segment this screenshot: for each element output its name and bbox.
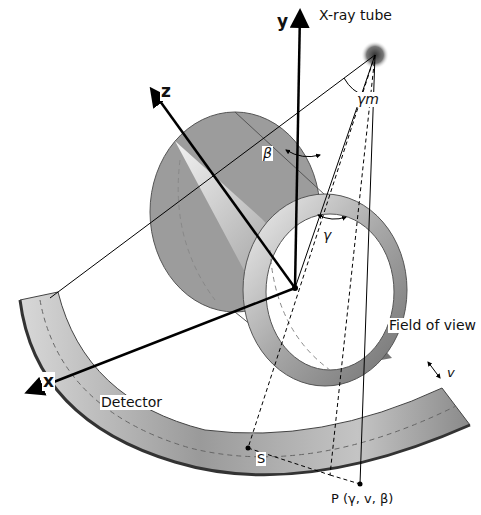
part-label: Detector: [100, 395, 163, 410]
axis-label: v: [446, 366, 456, 380]
axis-label: x: [42, 372, 55, 391]
point-label: P (γ, v, β): [330, 492, 394, 506]
angle-label: β: [262, 146, 273, 161]
point-label: S: [256, 452, 266, 466]
axis-label: y: [276, 12, 289, 31]
region-label: Field of view: [388, 318, 477, 333]
angle-label: γm: [356, 92, 380, 107]
angle-label: γ: [322, 228, 332, 243]
axis-label: z: [160, 82, 172, 101]
tube-label: X-ray tube: [318, 8, 393, 23]
